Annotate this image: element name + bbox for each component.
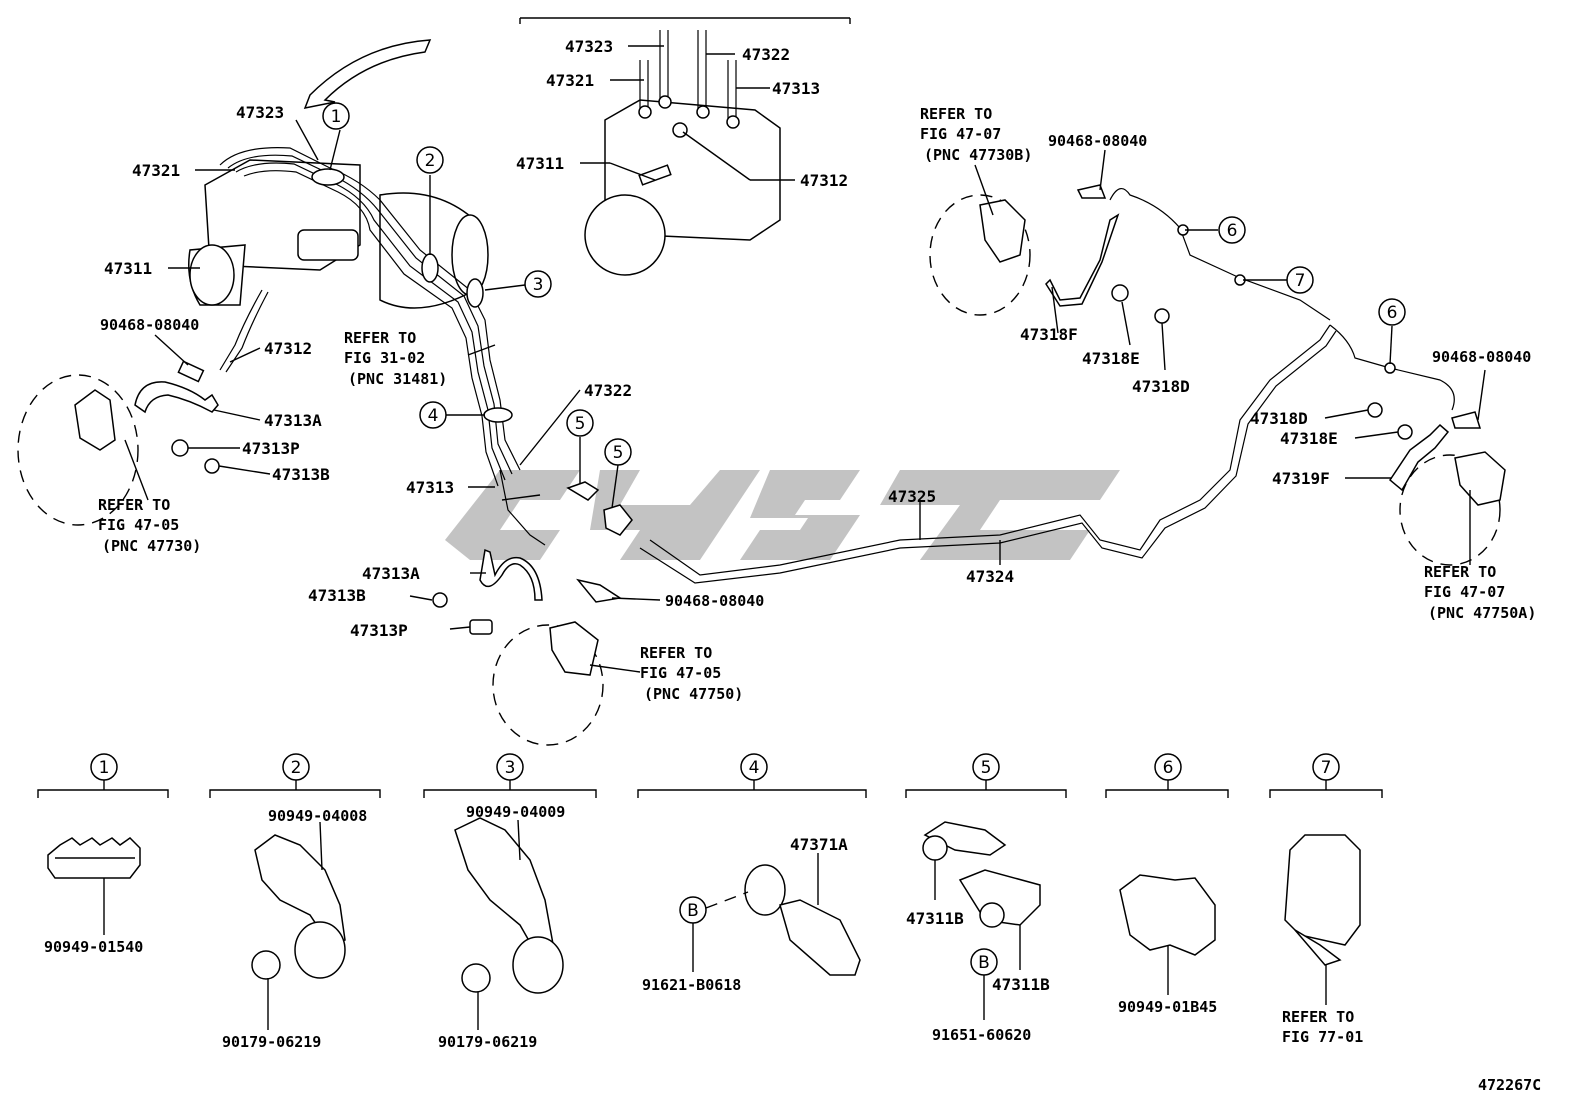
ref-7701-line2: FIG 77-01 <box>1282 1028 1363 1046</box>
label-47313B: 47313B <box>272 465 330 484</box>
rear-left-brake-hose <box>929 184 1331 324</box>
detail-callout-3: 3 <box>505 758 516 778</box>
detail-callout-6: 6 <box>1163 758 1174 778</box>
label-91621-B0618: 91621-B0618 <box>642 976 741 994</box>
label-47323: 47323 <box>236 103 284 122</box>
detail-callout-7: 7 <box>1321 758 1332 778</box>
label-47325: 47325 <box>888 487 936 506</box>
label-47318D: 47318D <box>1132 377 1190 396</box>
refer-to-notes: REFER TO FIG 31-02 (PNC 31481) REFER TO … <box>98 105 1536 703</box>
callout-5a: 5 <box>575 414 586 434</box>
ref-4707a-line2: FIG 47-07 <box>920 125 1001 143</box>
callout-6a: 6 <box>1227 221 1238 241</box>
watermark-logo <box>445 470 1120 560</box>
detail-callout-B-2: B <box>978 953 990 973</box>
label-47313P: 47313P <box>242 439 300 458</box>
label-47324: 47324 <box>966 567 1014 586</box>
callout-7a: 7 <box>1295 271 1306 291</box>
label-90949-01540: 90949-01540 <box>44 938 143 956</box>
label-inset-47321: 47321 <box>546 71 594 90</box>
label-47313: 47313 <box>406 478 454 497</box>
callout-4: 4 <box>428 406 439 426</box>
label-47313A-2: 47313A <box>362 564 420 583</box>
label-47318E-2: 47318E <box>1280 429 1338 448</box>
callout-1: 1 <box>331 107 342 127</box>
caliper-icon-4 <box>1454 451 1506 506</box>
label-47321: 47321 <box>132 161 180 180</box>
label-47313P-2: 47313P <box>350 621 408 640</box>
callout-3: 3 <box>533 275 544 295</box>
label-47311: 47311 <box>104 259 152 278</box>
ref-3102-line3: (PNC 31481) <box>348 370 447 388</box>
ref-7701-line1: REFER TO <box>1282 1008 1354 1026</box>
direction-arrow-icon <box>303 39 432 110</box>
label-47371A: 47371A <box>790 835 848 854</box>
label-90179-06219-2: 90179-06219 <box>438 1033 537 1051</box>
label-47311B: 47311B <box>906 909 964 928</box>
label-47312: 47312 <box>264 339 312 358</box>
detail-callout-B-1: B <box>687 901 699 921</box>
detail-callout-2: 2 <box>291 758 302 778</box>
label-47318E: 47318E <box>1082 349 1140 368</box>
detail-callout-1: 1 <box>99 758 110 778</box>
label-inset-47311: 47311 <box>516 154 564 173</box>
label-47318D-2: 47318D <box>1250 409 1308 428</box>
label-90179-06219: 90179-06219 <box>222 1033 321 1051</box>
ref-4705a-line2: FIG 47-05 <box>98 516 179 534</box>
callout-2: 2 <box>425 151 436 171</box>
ref-4707a-line1: REFER TO <box>920 105 992 123</box>
label-47313A: 47313A <box>264 411 322 430</box>
label-inset-47313: 47313 <box>772 79 820 98</box>
detail-callout-4: 4 <box>749 758 760 778</box>
ref-4705b-line2: FIG 47-05 <box>640 664 721 682</box>
callout-circles: 1 2 3 4 5 5 6 7 6 <box>322 102 1406 466</box>
label-90468-08040-3: 90468-08040 <box>1048 132 1147 150</box>
ref-4705b-line1: REFER TO <box>640 644 712 662</box>
clamp-3-marker <box>466 278 484 308</box>
leader-lines <box>124 45 1486 673</box>
part-labels: 47323 47321 47311 90468-08040 47312 4731… <box>100 37 1531 640</box>
callout-6b: 6 <box>1387 303 1398 323</box>
label-47322: 47322 <box>584 381 632 400</box>
ref-4707b-line1: REFER TO <box>1424 563 1496 581</box>
label-91651-60620: 91651-60620 <box>932 1026 1031 1044</box>
abs-actuator-assembly <box>188 39 546 546</box>
inset-actuator-detail <box>519 17 851 276</box>
rear-right-brake-hose <box>1367 362 1506 566</box>
ref-4707a-line3: (PNC 47730B) <box>924 146 1032 164</box>
label-90949-01B45: 90949-01B45 <box>1118 998 1217 1016</box>
caliper-icon-3 <box>979 199 1026 263</box>
ref-4705a-line1: REFER TO <box>98 496 170 514</box>
detail-callout-5: 5 <box>981 758 992 778</box>
label-inset-47312: 47312 <box>800 171 848 190</box>
label-90949-04008: 90949-04008 <box>268 807 367 825</box>
ref-4707b-line3: (PNC 47750A) <box>1428 604 1536 622</box>
clamp-4-marker <box>483 407 513 423</box>
detail-panels: 1 90949-01540 2 90949-04008 90179-06219 … <box>37 753 1383 1051</box>
front-left-brake-hose <box>17 360 220 526</box>
caliper-icon-2 <box>549 621 599 676</box>
label-47313B-2: 47313B <box>308 586 366 605</box>
label-47318F: 47318F <box>1020 325 1078 344</box>
label-47311B-2: 47311B <box>992 975 1050 994</box>
label-90468-08040: 90468-08040 <box>100 316 199 334</box>
label-inset-47322: 47322 <box>742 45 790 64</box>
label-90468-08040-4: 90468-08040 <box>1432 348 1531 366</box>
ref-3102-line1: REFER TO <box>344 329 416 347</box>
front-right-brake-hose <box>432 481 633 746</box>
ref-4707b-line2: FIG 47-07 <box>1424 583 1505 601</box>
label-inset-47323: 47323 <box>565 37 613 56</box>
caliper-icon <box>74 389 116 451</box>
label-47319F: 47319F <box>1272 469 1330 488</box>
figure-code: 472267C <box>1478 1076 1541 1094</box>
clamp-1-marker <box>311 168 345 186</box>
ref-4705b-line3: (PNC 47750) <box>644 685 743 703</box>
ref-4705a-line3: (PNC 47730) <box>102 537 201 555</box>
ref-3102-line2: FIG 31-02 <box>344 349 425 367</box>
clamp-2-marker <box>421 253 439 283</box>
callout-5b: 5 <box>613 443 624 463</box>
label-90468-08040-2: 90468-08040 <box>665 592 764 610</box>
label-90949-04009: 90949-04009 <box>466 803 565 821</box>
